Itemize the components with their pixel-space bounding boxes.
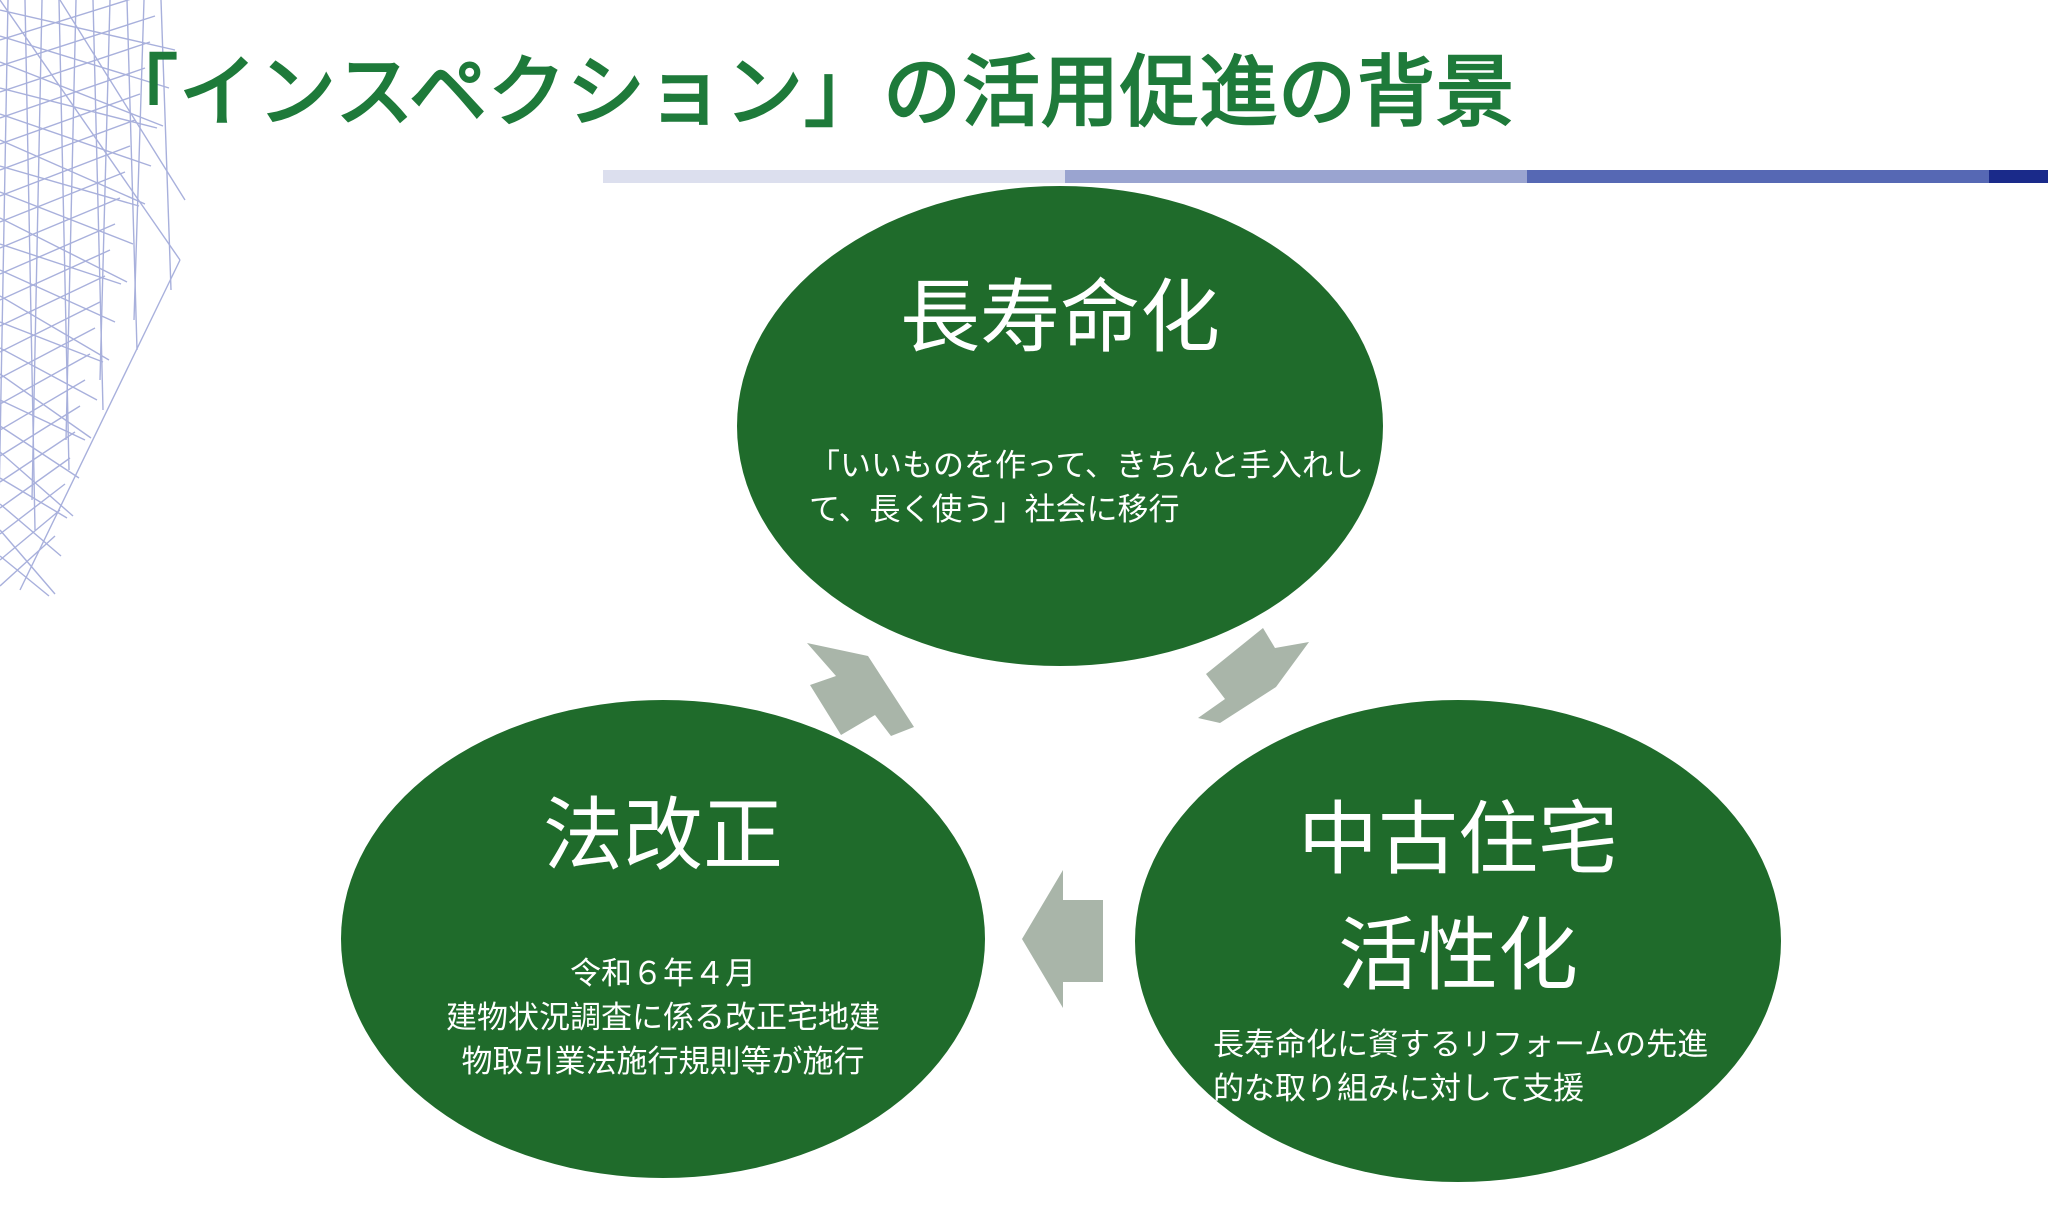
node-heading-line: 活性化 (1338, 909, 1578, 1002)
node-heading: 法改正 (543, 789, 783, 882)
wireframe-line (0, 145, 131, 197)
wireframe-line (99, 0, 111, 381)
wireframe-line (0, 0, 181, 261)
wireframe-line (0, 373, 92, 439)
wireframe-line (160, 0, 172, 291)
wireframe-line (0, 67, 146, 119)
wireframe-line (0, 509, 61, 561)
cycle-node-longevity: 長寿命化 「いいものを作って、きちんと手入れし て、長く使う」社会に移行 (737, 186, 1383, 666)
description-line: 「いいものを作って、きちんと手入れし (809, 448, 1364, 484)
wireframe-line (65, 0, 77, 441)
node-heading-line: 中古住宅 (1298, 793, 1618, 886)
wireframe-line (0, 555, 50, 597)
page-title: 「インスペクション」の活用促進の背景 (100, 48, 1515, 138)
wireframe-line (0, 61, 164, 127)
wireframe-line (0, 275, 106, 327)
description-line: 物取引業法施行規則等が施行 (461, 1044, 865, 1080)
wireframe-line (0, 379, 86, 431)
wireframe-line (0, 483, 66, 535)
wireframe-building-graphic (0, 0, 186, 597)
description-line: 長寿命化に資するリフォームの先進 (1213, 1027, 1709, 1063)
wireframe-line (31, 0, 43, 501)
node-heading: 長寿命化 (900, 271, 1220, 364)
wireframe-line (0, 191, 134, 245)
wireframe-line (0, 503, 62, 557)
wireframe-line (0, 295, 110, 361)
wireframe-line (0, 321, 104, 363)
wireframe-line (133, 0, 145, 321)
arrow-top-to-right (1198, 628, 1309, 723)
wireframe-line (0, 249, 111, 301)
wireframe-line (0, 477, 68, 519)
wireframe-line (0, 119, 136, 171)
wireframe-line (0, 197, 121, 249)
arrow-left-to-top (807, 643, 914, 736)
wireframe-line (0, 113, 152, 167)
wireframe-line (0, 269, 116, 323)
wireframe-line (0, 93, 141, 145)
wireframe-line (0, 431, 76, 483)
cycle-node-law-revision: 法改正 令和６年４月 建物状況調査に係る改正宅地建 物取引業法施行規則等が施行 (341, 700, 985, 1178)
wireframe-line (0, 0, 131, 41)
description-line: 的な取り組みに対して支援 (1213, 1071, 1585, 1107)
wireframe-line (0, 301, 101, 353)
node-description: 長寿命化に資するリフォームの先進 的な取り組みに対して支援 (1213, 1023, 1708, 1111)
description-line: 令和６年４月 (570, 956, 756, 992)
node-description: 令和６年４月 建物状況調査に係る改正宅地建 物取引業法施行規則等が施行 (341, 952, 985, 1084)
wireframe-line (0, 425, 80, 479)
divider-segment-3 (1527, 170, 1989, 183)
node-description: 「いいものを作って、きちんと手入れし て、長く使う」社会に移行 (809, 444, 1364, 532)
divider-segment-4 (1989, 170, 2048, 183)
arrow-right-to-left (1022, 870, 1103, 1008)
wireframe-line (0, 457, 71, 509)
wireframe-line (0, 327, 96, 379)
wireframe-line (19, 259, 181, 591)
wireframe-line (0, 535, 56, 587)
wireframe-line (59, 0, 186, 201)
title-divider-bar (603, 170, 2048, 183)
description-line: て、長く使う」社会に移行 (809, 492, 1180, 528)
wireframe-line (0, 347, 98, 401)
wireframe-line (0, 353, 91, 405)
wireframe-line (0, 217, 128, 283)
divider-segment-2 (1065, 170, 1527, 183)
divider-segment-1 (603, 170, 1065, 183)
wireframe-line (0, 529, 56, 595)
wireframe-line (0, 399, 86, 441)
wireframe-line (0, 0, 9, 488)
cycle-node-used-housing: 中古住宅 活性化 長寿命化に資するリフォームの先進 的な取り組みに対して支援 (1135, 700, 1781, 1182)
wireframe-line (0, 223, 116, 275)
description-line: 建物状況調査に係る改正宅地建 (446, 1000, 880, 1036)
